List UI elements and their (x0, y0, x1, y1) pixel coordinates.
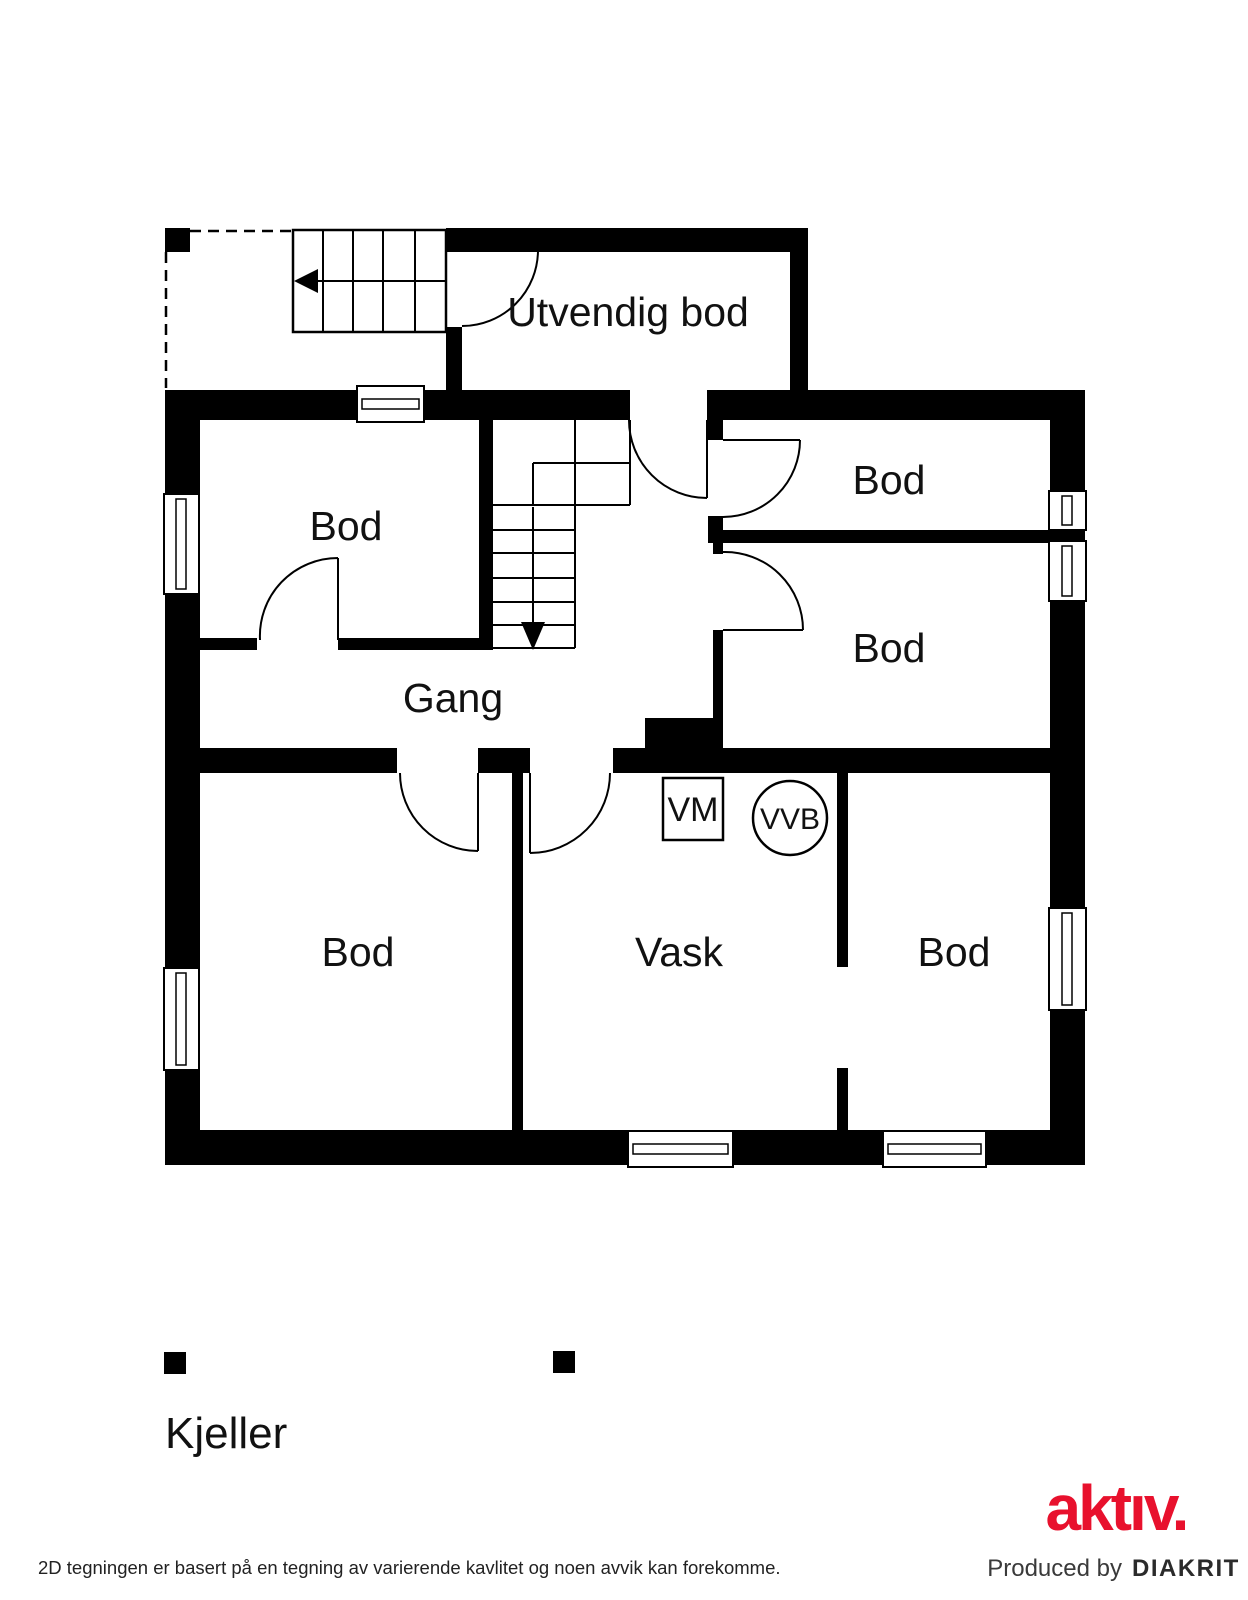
window-left-1 (163, 493, 200, 595)
right-rooms-wall-stub-b (708, 516, 723, 532)
interior-stairs (493, 420, 631, 650)
window-right-3 (1048, 907, 1087, 1011)
vask-bod-wall-a (837, 773, 848, 967)
vask-bod-wall-b (837, 1068, 848, 1130)
floor-marker-icon (553, 1351, 575, 1373)
window-bottom-2 (882, 1130, 987, 1168)
produced-by-label: Produced by (987, 1555, 1122, 1582)
right-bods-divider-wall (708, 530, 1050, 543)
floor-markers (164, 1351, 575, 1374)
washing-machine-symbol: VM (661, 776, 725, 842)
disclaimer-text: 2D tegningen er basert på en tegning av … (38, 1557, 781, 1578)
windows (163, 385, 1087, 1168)
stair-treads (493, 420, 631, 649)
gang-south-wall-c (613, 748, 1050, 773)
gang-jog-wall (645, 718, 723, 750)
mid-bod-wall-stub-b (713, 630, 723, 718)
gang-south-wall-a (200, 748, 397, 773)
window-top (356, 385, 425, 423)
water-heater-symbol: VVB (751, 779, 829, 857)
stairwell-wall (479, 420, 493, 650)
floor-title: Kjeller (165, 1409, 287, 1458)
bod-vask-wall (512, 773, 523, 1130)
right-rooms-wall-stub-a (708, 420, 723, 440)
room-label-bod-top-right: Bod (853, 457, 926, 503)
walls (165, 228, 1085, 1165)
top-wall-right (707, 390, 1085, 420)
gang-south-wall-b (478, 748, 530, 773)
bod-topleft-wall-a (200, 638, 257, 650)
stairs-up-arrow-icon (294, 269, 318, 293)
door-vask (529, 772, 611, 854)
window-left-2 (163, 967, 200, 1071)
aktiv-logo: aktıv. (1046, 1472, 1187, 1544)
room-labels: Utvendig bod Bod Bod Bod Gang Bod Vask B… (310, 289, 991, 975)
door-utvendig-bod-entry (461, 249, 539, 327)
room-label-bod-bottom-left: Bod (322, 929, 395, 975)
mid-bod-wall-stub-a (713, 543, 723, 554)
room-label-bod-mid-right: Bod (853, 625, 926, 671)
door-bod-top-right (722, 439, 801, 518)
water-heater-label: VVB (760, 803, 820, 836)
utvendig-bod-left-wall (446, 327, 462, 390)
exterior-stairs (291, 228, 448, 334)
floor-marker-icon (164, 1352, 186, 1374)
door-bod-mid-right (722, 550, 804, 631)
doors (258, 249, 804, 854)
stairs-down-arrow-icon (521, 622, 545, 650)
room-label-bod-bottom-right: Bod (918, 929, 991, 975)
window-right-1 (1048, 490, 1087, 531)
door-bod-bottom-left (399, 772, 479, 852)
footer-brand: aktıv. Produced by DIAKRIT (987, 1472, 1240, 1582)
window-bottom-1 (627, 1130, 734, 1168)
washing-machine-label: VM (668, 791, 719, 829)
room-label-bod-top-left: Bod (310, 503, 383, 549)
door-utvendig-bod-to-gang (628, 419, 708, 499)
bod-topleft-wall-b (338, 638, 479, 650)
utvendig-bod-right-wall (790, 252, 808, 390)
window-right-2 (1048, 540, 1087, 602)
room-label-vask: Vask (635, 929, 724, 975)
exterior-stair-area (164, 228, 448, 388)
utvendig-bod-top-wall (446, 228, 808, 252)
producer-logo: DIAKRIT (1132, 1555, 1240, 1582)
room-label-utvendig-bod: Utvendig bod (507, 289, 749, 335)
door-bod-top-left (258, 556, 339, 641)
room-label-gang: Gang (403, 675, 503, 721)
corner-post (165, 228, 190, 252)
